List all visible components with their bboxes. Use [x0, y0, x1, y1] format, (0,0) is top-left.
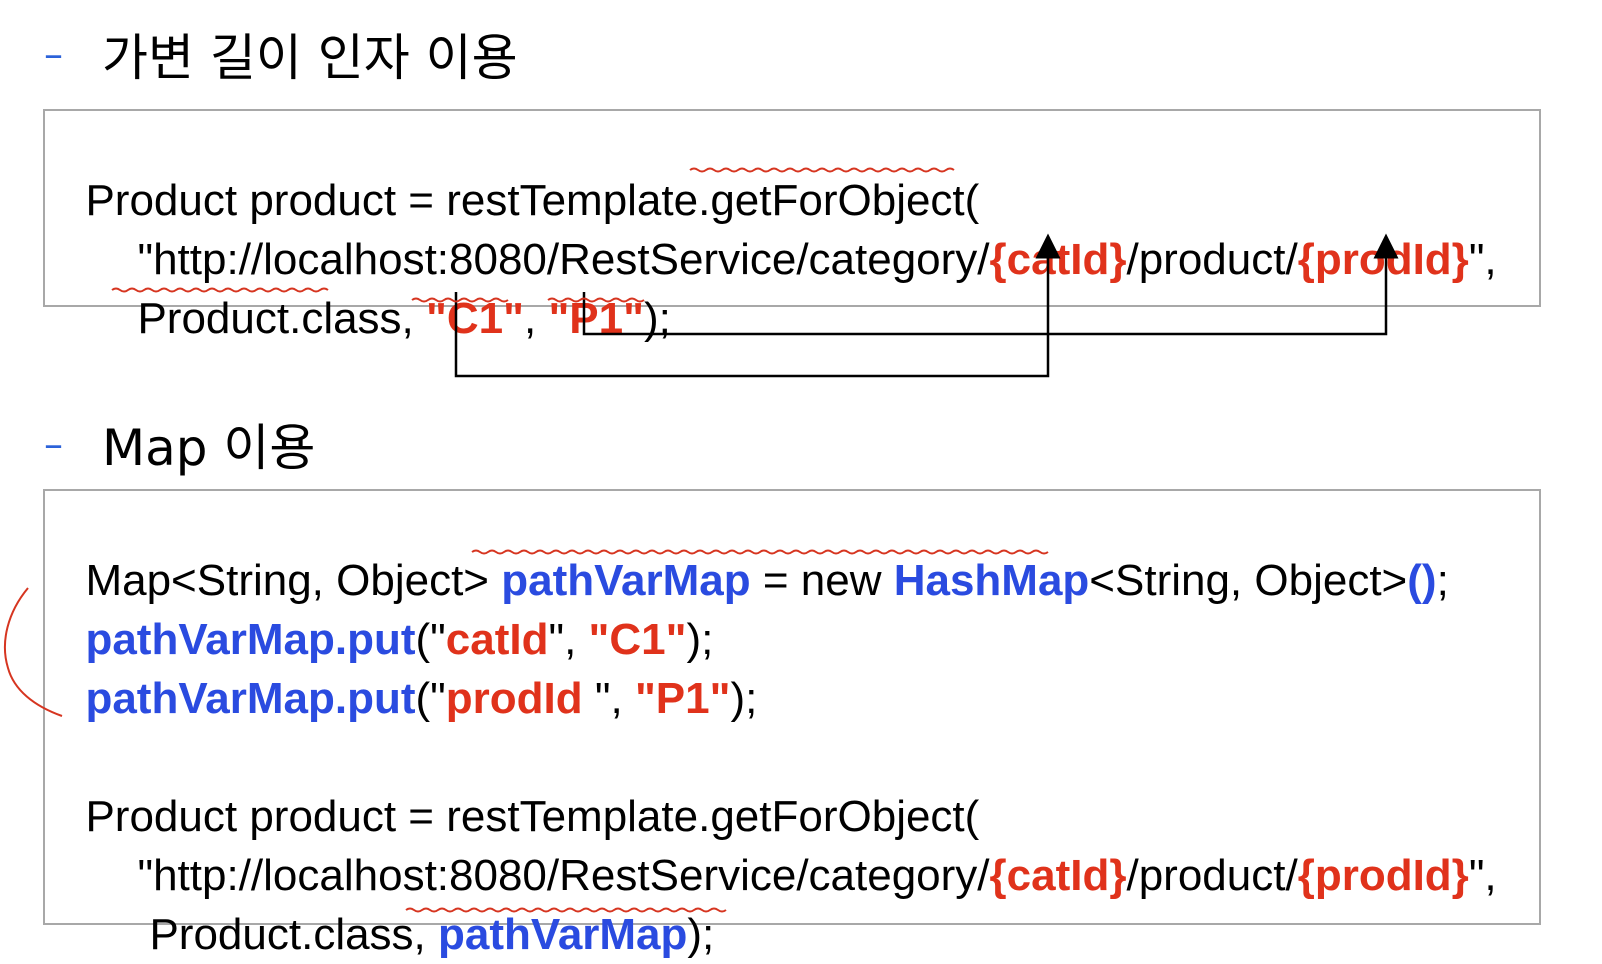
path-variable-prodid: {prodId}	[1297, 851, 1469, 900]
code-text: );	[643, 294, 671, 343]
code-line: Product.class, "C1", "P1");	[113, 241, 671, 345]
code-text: ",	[1468, 235, 1497, 284]
map-value-p1: "P1"	[634, 674, 731, 723]
method-put: pathVarMap.put	[85, 674, 416, 723]
code-box-map	[43, 489, 1541, 925]
code-text: /product/	[1126, 235, 1298, 284]
code-text: Product.class,	[137, 294, 427, 343]
map-key-prodid: prodId	[445, 674, 595, 723]
variable-pathvarmap: pathVarMap	[438, 910, 688, 959]
variable-pathvarmap: pathVarMap	[501, 556, 751, 605]
argument-c1: "C1"	[426, 294, 524, 343]
path-variable-catid: {catId}	[989, 851, 1127, 900]
code-text: ;	[1436, 556, 1449, 605]
code-line: Map<String, Object> pathVarMap = new Has…	[61, 503, 1449, 607]
code-text: <String, Object>	[1089, 556, 1408, 605]
bullet-dash: –	[44, 422, 63, 466]
section1-heading: – 가변 길이 인자 이용	[44, 18, 518, 90]
map-key-catid: catId	[445, 615, 549, 664]
code-text: );	[687, 910, 715, 959]
argument-p1: "P1"	[548, 294, 644, 343]
code-text: ("	[415, 674, 446, 723]
section2-heading: – Map 이용	[44, 408, 315, 480]
code-line: "http://localhost:8080/RestService/categ…	[113, 798, 1497, 902]
code-text: Product product = restTemplate.getForObj…	[85, 176, 980, 225]
code-text: Map<String, Object>	[85, 556, 502, 605]
constructor-parens: ()	[1407, 556, 1437, 605]
class-hashmap: HashMap	[893, 556, 1090, 605]
code-line: pathVarMap.put("catId", "C1");	[61, 562, 713, 666]
code-text: ",	[548, 615, 589, 664]
code-text: ",	[1468, 851, 1497, 900]
code-text: "http://localhost:8080/RestService/categ…	[137, 851, 990, 900]
code-line: pathVarMap.put("prodId ", "P1");	[61, 621, 757, 725]
code-line: Product product = restTemplate.getForObj…	[61, 123, 979, 227]
code-text: /product/	[1126, 851, 1298, 900]
section2-title: Map 이용	[102, 419, 316, 477]
code-text: Product.class,	[149, 910, 439, 959]
code-text: ,	[523, 294, 549, 343]
map-value-c1: "C1"	[588, 615, 687, 664]
section1-title: 가변 길이 인자 이용	[102, 29, 518, 87]
path-variable-prodid: {prodId}	[1297, 235, 1469, 284]
bullet-dash: –	[44, 32, 63, 76]
code-text: = new	[750, 556, 894, 605]
code-text: Product product = restTemplate.getForObj…	[85, 792, 980, 841]
path-variable-catid: {catId}	[989, 235, 1127, 284]
code-text: );	[686, 615, 714, 664]
code-text: );	[730, 674, 758, 723]
code-text: ",	[594, 674, 635, 723]
code-text: ("	[415, 615, 446, 664]
method-put: pathVarMap.put	[85, 615, 416, 664]
code-line: Product product = restTemplate.getForObj…	[61, 739, 979, 843]
code-line: Product.class, pathVarMap);	[125, 857, 714, 961]
